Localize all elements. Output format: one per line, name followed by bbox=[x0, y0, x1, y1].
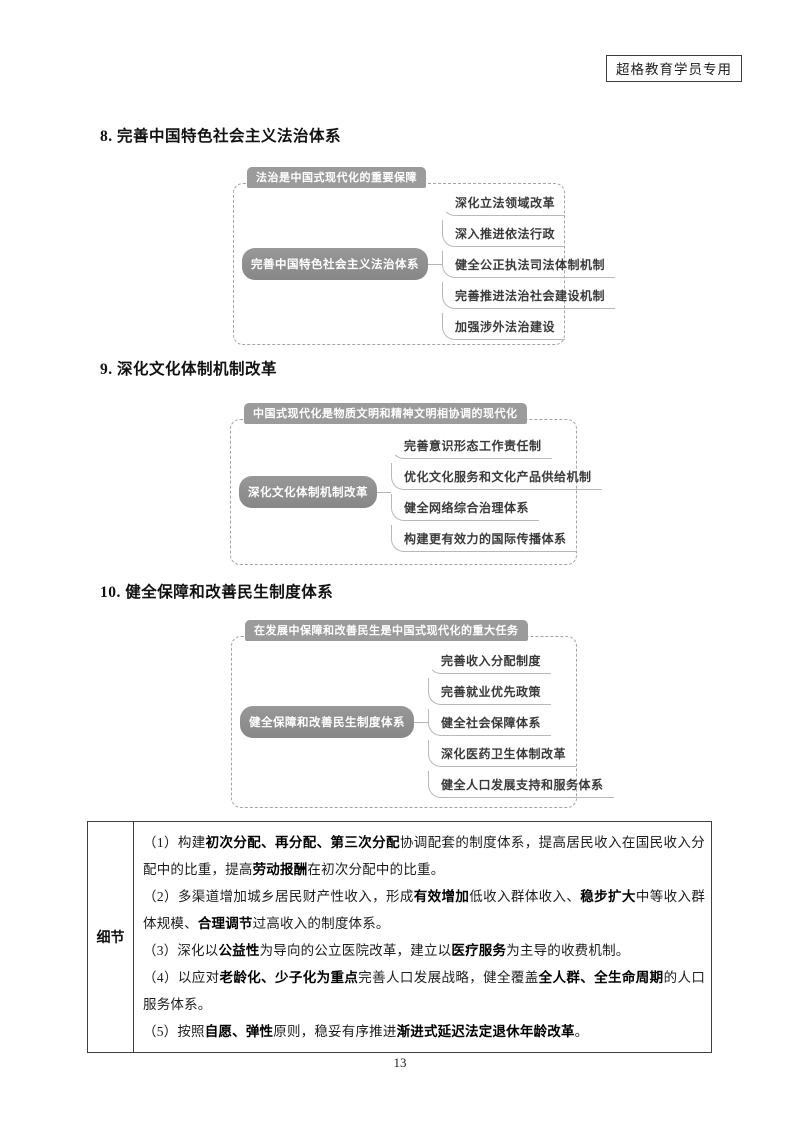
mindmap-livelihood-system: 在发展中保障和改善民生是中国式现代化的重大任务 健全保障和改善民生制度体系 完善… bbox=[231, 620, 614, 808]
detail-table: 细节 （1）构建初次分配、再分配、第三次分配协调配套的制度体系，提高居民收入在国… bbox=[87, 821, 712, 1053]
detail-item: （3）深化以公益性为导向的公立医院改革，建立以医疗服务为主导的收费机制。 bbox=[143, 943, 630, 958]
branch-node: 健全网络综合治理体系 bbox=[391, 494, 540, 521]
connector-line bbox=[428, 263, 442, 265]
mindmap-root-node: 健全保障和改善民生制度体系 bbox=[240, 706, 414, 738]
mindmap-caption-tag: 法治是中国式现代化的重要保障 bbox=[247, 167, 426, 188]
branch-node: 深化医药卫生体制改革 bbox=[428, 739, 577, 767]
detail-table-content: （1）构建初次分配、再分配、第三次分配协调配套的制度体系，提高居民收入在国民收入… bbox=[134, 822, 711, 1052]
mindmap-dashed-container: 健全保障和改善民生制度体系 完善收入分配制度完善就业优先政策健全社会保障体系深化… bbox=[231, 636, 614, 808]
detail-item: （4）以应对老龄化、少子化为重点完善人口发展战略，健全覆盖全人群、全生命周期的人… bbox=[143, 970, 706, 1012]
branch-node: 完善意识形态工作责任制 bbox=[391, 432, 552, 459]
branch-list: 深化立法领域改革深入推进依法行政健全公正执法司法体制机制完善推进法治社会建设机制… bbox=[442, 189, 616, 340]
branch-node: 健全人口发展支持和服务体系 bbox=[428, 770, 614, 798]
branch-node: 完善收入分配制度 bbox=[428, 647, 552, 674]
mindmap-root-node: 完善中国特色社会主义法治体系 bbox=[242, 248, 428, 280]
page-number: 13 bbox=[393, 1055, 407, 1070]
branch-list: 完善意识形态工作责任制优化文化服务和文化产品供给机制健全网络综合治理体系构建更有… bbox=[391, 432, 602, 552]
section-heading-8: 8. 完善中国特色社会主义法治体系 bbox=[100, 128, 342, 145]
connector-line bbox=[414, 721, 428, 723]
branch-node: 完善推进法治社会建设机制 bbox=[442, 281, 616, 309]
mindmap-caption-tag: 在发展中保障和改善民生是中国式现代化的重大任务 bbox=[245, 620, 528, 641]
mindmap-dashed-container: 深化文化体制机制改革 完善意识形态工作责任制优化文化服务和文化产品供给机制健全网… bbox=[230, 419, 602, 565]
branch-node: 健全公正执法司法体制机制 bbox=[442, 250, 616, 278]
branch-node: 健全社会保障体系 bbox=[428, 708, 552, 736]
branch-node: 构建更有效力的国际传播体系 bbox=[391, 525, 577, 552]
connector-line bbox=[377, 491, 391, 493]
branch-node: 优化文化服务和文化产品供给机制 bbox=[391, 463, 602, 490]
detail-item: （2）多渠道增加城乡居民财产性收入，形成有效增加低收入群体收入、稳步扩大中等收入… bbox=[143, 889, 706, 931]
mindmap-culture-reform: 中国式现代化是物质文明和精神文明相协调的现代化 深化文化体制机制改革 完善意识形… bbox=[230, 403, 602, 565]
mindmap-caption-tag: 中国式现代化是物质文明和精神文明相协调的现代化 bbox=[244, 403, 527, 424]
section-heading-10: 10. 健全保障和改善民生制度体系 bbox=[100, 584, 334, 601]
detail-table-label: 细节 bbox=[88, 822, 134, 1052]
branch-node: 深化立法领域改革 bbox=[442, 189, 566, 216]
branch-list: 完善收入分配制度完善就业优先政策健全社会保障体系深化医药卫生体制改革健全人口发展… bbox=[428, 647, 614, 798]
detail-item: （5）按照自愿、弹性原则，稳妥有序推进渐进式延迟法定退休年龄改革。 bbox=[143, 1024, 589, 1039]
branch-node: 深入推进依法行政 bbox=[442, 219, 566, 247]
branch-node: 加强涉外法治建设 bbox=[442, 312, 566, 340]
student-exclusive-badge: 超格教育学员专用 bbox=[606, 55, 742, 82]
detail-item: （1）构建初次分配、再分配、第三次分配协调配套的制度体系，提高居民收入在国民收入… bbox=[143, 835, 705, 877]
branch-node: 完善就业优先政策 bbox=[428, 677, 552, 705]
mindmap-dashed-container: 完善中国特色社会主义法治体系 深化立法领域改革深入推进依法行政健全公正执法司法体… bbox=[233, 183, 616, 345]
mindmap-root-node: 深化文化体制机制改革 bbox=[239, 476, 377, 508]
mindmap-law-system: 法治是中国式现代化的重要保障 完善中国特色社会主义法治体系 深化立法领域改革深入… bbox=[233, 167, 616, 345]
section-heading-9: 9. 深化文化体制机制改革 bbox=[100, 361, 278, 378]
